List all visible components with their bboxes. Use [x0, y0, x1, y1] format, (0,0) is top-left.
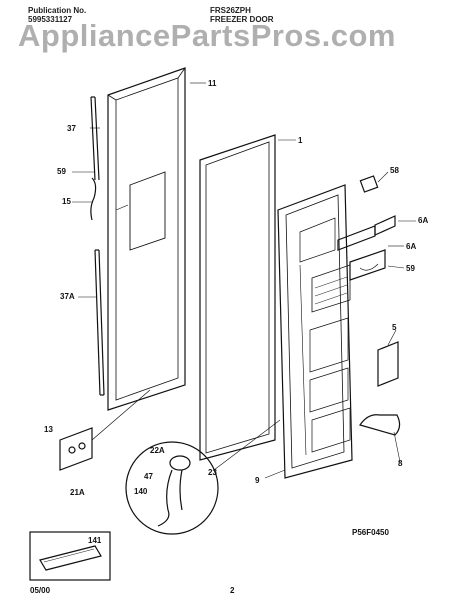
- callout-141: 141: [88, 536, 102, 545]
- footer-date: 05/00: [30, 586, 51, 595]
- callout-37a: 37A: [60, 292, 75, 301]
- callout-58: 58: [390, 166, 399, 175]
- callout-6a-upper: 6A: [418, 216, 429, 225]
- callout-37: 37: [67, 124, 76, 133]
- hinge-part: [59, 389, 151, 471]
- callout-47: 47: [144, 472, 153, 481]
- callout-6a-lower: 6A: [406, 242, 417, 251]
- callout-22a: 22A: [150, 446, 165, 455]
- diagram-code: P56F0450: [352, 528, 389, 537]
- door-gasket: [199, 134, 276, 461]
- wiring-detail-circle: [125, 419, 281, 535]
- outer-door-panel: [107, 67, 186, 411]
- bin-parts: [337, 175, 401, 436]
- callout-59: 59: [57, 167, 66, 176]
- inset-box-141: [29, 531, 111, 581]
- callout-8: 8: [398, 459, 403, 468]
- callout-1: 1: [298, 136, 303, 145]
- callout-9: 9: [255, 476, 260, 485]
- callout-leaders: [72, 82, 416, 479]
- section-title: FREEZER DOOR: [210, 15, 274, 24]
- callout-13: 13: [44, 425, 53, 434]
- callout-59-right: 59: [406, 264, 415, 273]
- callout-15: 15: [62, 197, 71, 206]
- footer-page-number: 2: [230, 586, 235, 595]
- callout-23: 23: [208, 468, 217, 477]
- callout-21a: 21A: [70, 488, 85, 497]
- callout-5: 5: [392, 323, 397, 332]
- callout-11: 11: [208, 79, 217, 88]
- callout-140: 140: [134, 487, 148, 496]
- inner-door-liner: [277, 184, 353, 479]
- handle-strip: [90, 96, 105, 396]
- model-number: FRS26ZPH: [210, 6, 251, 15]
- publication-number: 5995331127: [28, 15, 73, 24]
- watermark-text: AppliancePartsPros.com: [18, 18, 396, 53]
- publication-label: Publication No.: [28, 6, 87, 15]
